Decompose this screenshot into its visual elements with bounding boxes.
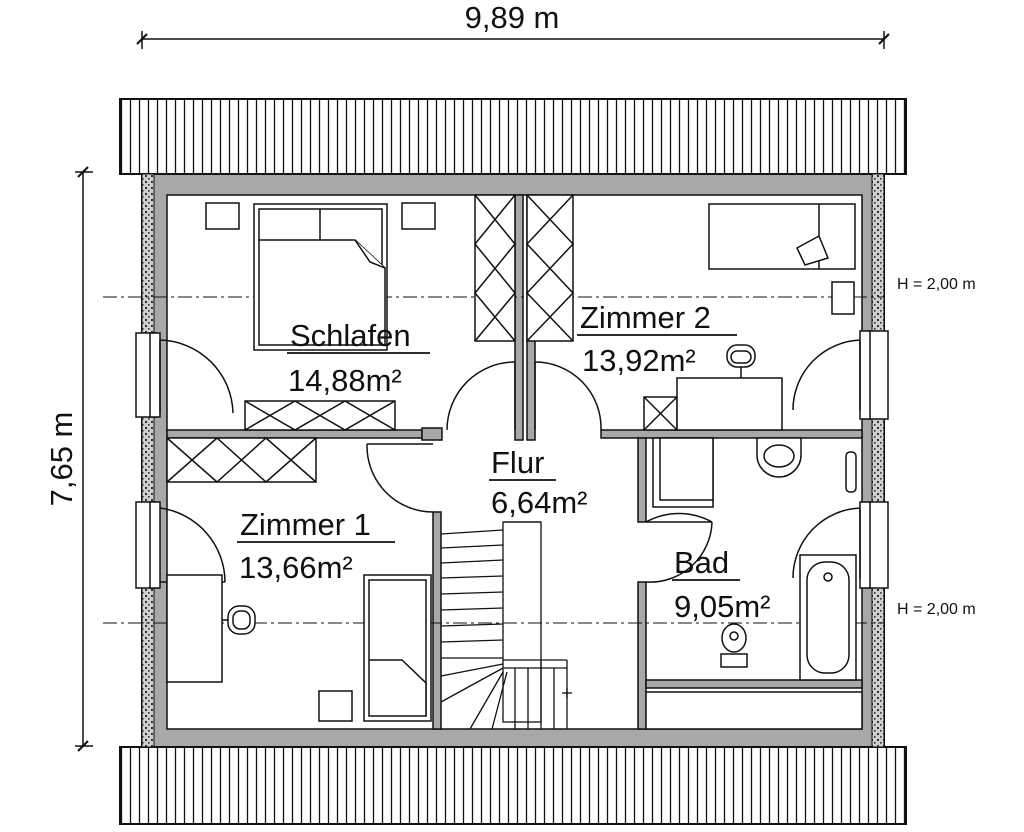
beds bbox=[253, 203, 856, 722]
room-area: 13,66m² bbox=[239, 550, 353, 585]
room-name: Zimmer 2 bbox=[580, 300, 711, 335]
height-line-label: H = 2,00 m bbox=[897, 601, 976, 618]
desks bbox=[166, 377, 783, 683]
wardrobes bbox=[166, 194, 678, 484]
bathroom-fixtures bbox=[645, 437, 863, 730]
height-line-label: H = 2,00 m bbox=[897, 276, 976, 293]
office-chair-icon bbox=[726, 344, 756, 378]
roof-top bbox=[119, 98, 907, 175]
room-name: Bad bbox=[674, 545, 729, 580]
room-name: Schlafen bbox=[290, 318, 411, 353]
roof-bottom bbox=[119, 746, 907, 825]
bathtub-icon bbox=[799, 554, 857, 681]
room-area: 6,64m² bbox=[491, 485, 587, 520]
width-dimension: 9,89 m bbox=[136, 0, 890, 49]
toilet-icon bbox=[720, 623, 748, 668]
room-zimmer-1: Zimmer 1 13,66m² bbox=[237, 507, 395, 585]
room-flur: Flur 6,64m² bbox=[489, 445, 587, 520]
nightstands bbox=[205, 202, 855, 722]
room-bad: Bad 9,05m² bbox=[672, 545, 770, 624]
depth-dimension-label: 7,65 m bbox=[44, 412, 79, 507]
room-name: Zimmer 1 bbox=[240, 507, 371, 542]
room-area: 13,92m² bbox=[582, 343, 696, 378]
office-chair-icon bbox=[222, 605, 256, 635]
sink-icon bbox=[756, 437, 802, 478]
room-area: 9,05m² bbox=[674, 589, 770, 624]
depth-dimension: 7,65 m bbox=[44, 166, 93, 752]
windows bbox=[135, 330, 889, 589]
chairs bbox=[222, 344, 756, 635]
height-line-top: H = 2,00 m bbox=[103, 276, 976, 298]
room-zimmer-2: Zimmer 2 13,92m² bbox=[577, 300, 737, 378]
room-name: Flur bbox=[491, 445, 544, 480]
room-area: 14,88m² bbox=[288, 363, 402, 398]
room-schlafen: Schlafen 14,88m² bbox=[287, 318, 430, 398]
staircase bbox=[440, 521, 572, 730]
width-dimension-label: 9,89 m bbox=[465, 0, 560, 35]
